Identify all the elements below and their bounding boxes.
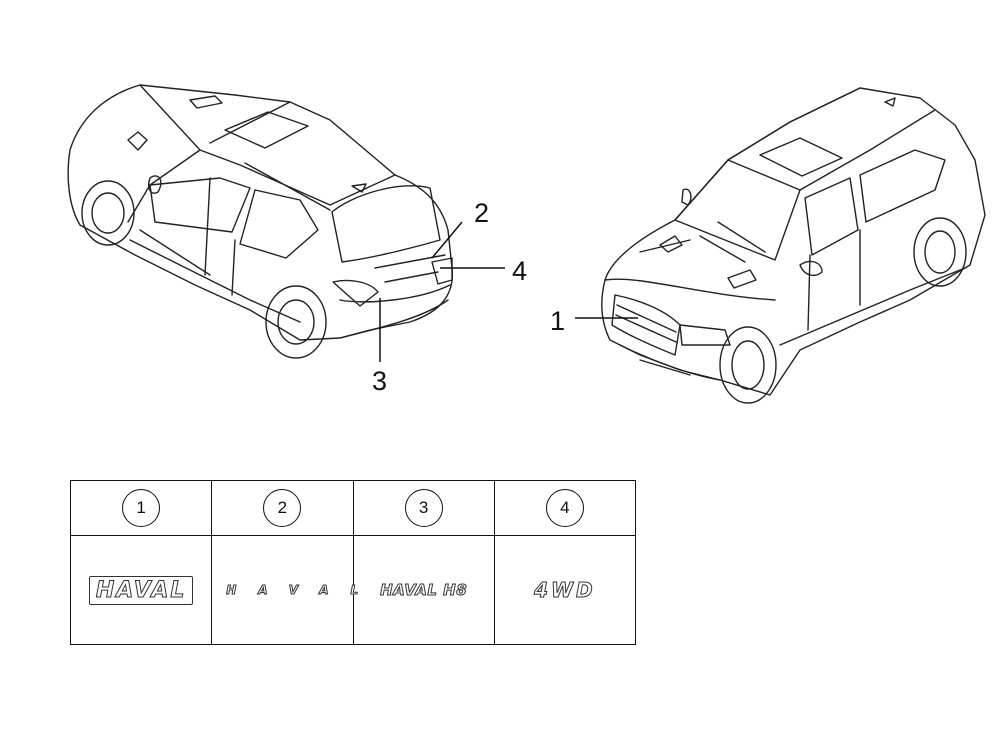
emblem-cell-2: HAVAL	[211, 535, 359, 645]
front-view-suv	[601, 87, 986, 404]
emblem-haval-letters: HAVAL	[226, 583, 381, 598]
header-cell-1: 1	[69, 480, 213, 536]
rear-view-suv	[67, 84, 454, 359]
header-cell-2: 2	[211, 480, 354, 536]
callout-1: 1	[550, 306, 565, 336]
emblem-cell-3: HAVAL H8	[352, 535, 495, 645]
header-circle-2: 2	[263, 489, 302, 527]
emblem-haval-h8: HAVAL H8	[380, 580, 468, 599]
header-circle-3: 3	[404, 489, 443, 527]
vehicle-diagram: 2 4 3 1	[67, 84, 986, 404]
callout-4: 4	[512, 256, 527, 286]
callout-3: 3	[372, 366, 387, 396]
header-circle-4: 4	[545, 489, 584, 527]
emblem-parts-table: 1 2 3 4 HAVAL HAVAL HAVAL H8 4WD	[69, 480, 637, 645]
header-circle-1: 1	[122, 489, 161, 527]
header-cell-4: 4	[493, 480, 637, 536]
emblem-haval-grille: HAVAL	[88, 575, 194, 605]
header-cell-3: 3	[352, 480, 495, 536]
emblem-cell-4: 4WD	[493, 535, 637, 645]
callout-2: 2	[474, 198, 489, 228]
emblem-cell-1: HAVAL	[69, 535, 213, 645]
emblem-4wd: 4WD	[534, 578, 596, 603]
leader-lines	[379, 221, 638, 362]
